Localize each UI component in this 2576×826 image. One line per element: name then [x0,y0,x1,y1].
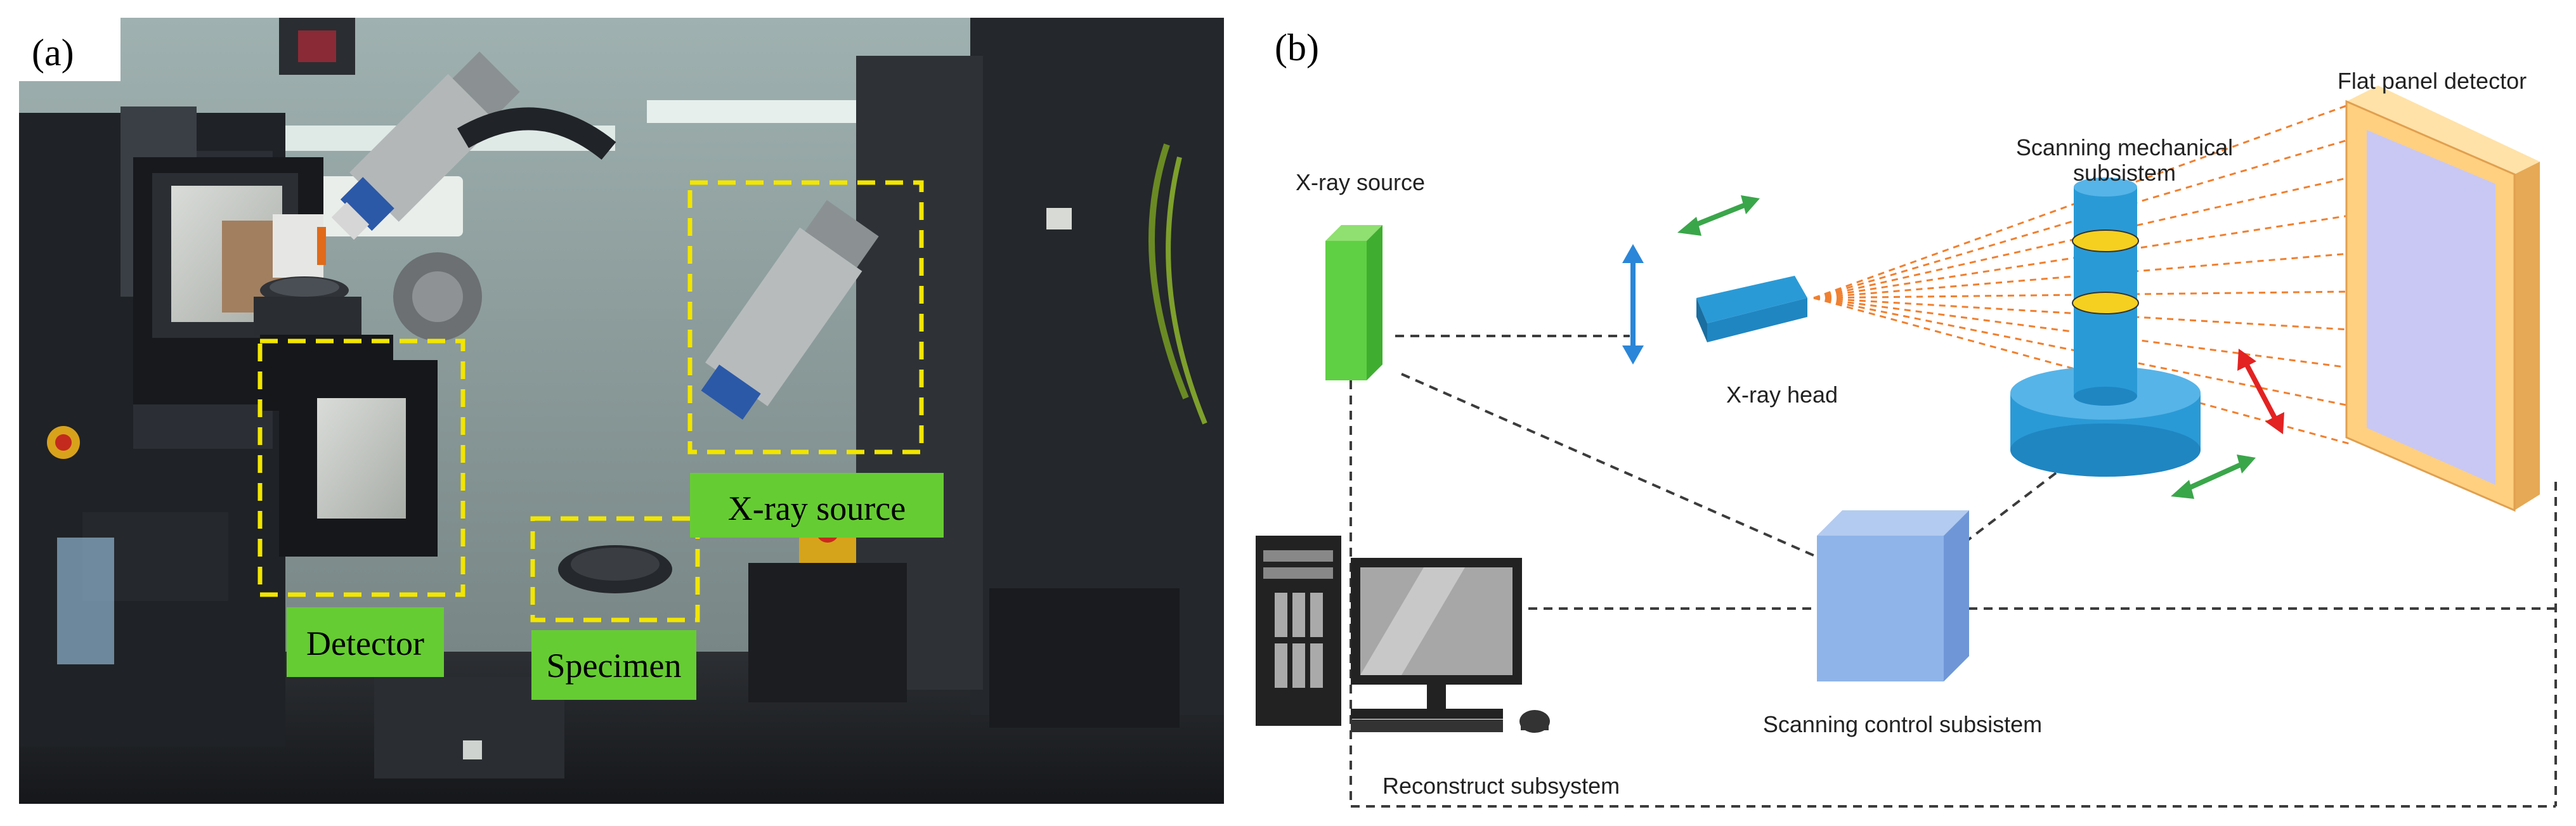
flat-panel-detector [2345,86,2540,512]
label-scanning-mechanical-2: subsistem [2073,160,2176,186]
computer-tower-icon [1256,536,1341,726]
panel-tag-b: (b) [1275,27,1319,68]
label-detector: Detector [306,624,424,662]
diagonal-arrow-icon-red [2237,349,2284,434]
scanning-control-box [1817,510,1969,681]
label-scanning-mechanical: Scanning mechanical [2016,134,2233,160]
line-control-to-stage [1927,468,2062,572]
label-bg-detector [287,607,444,677]
lab-photo-illustration: X-ray source Detector Specimen (a) [19,18,1224,804]
label-bg-specimen [531,630,696,700]
diagonal-arrow-icon-top [1677,195,1760,236]
specimen-highlight-box [530,516,700,623]
panel-tag-bg [19,18,120,81]
label-bg-xray-source [690,473,944,538]
label-specimen: Specimen [547,647,682,685]
xray-source-highlight-box [687,180,924,455]
label-reconstruct: Reconstruct subsystem [1382,773,1620,799]
diagonal-arrow-icon-bottom [2171,455,2256,499]
xray-source-box [1325,225,1382,380]
label-xray-source: X-ray source [728,489,906,527]
white-box [273,214,323,278]
panel-b-schematic: (b) X-ray source X-ray head [1256,0,2576,823]
vertical-arrow-icon [1622,244,1644,365]
label-scanning-control: Scanning control subsistem [1763,711,2042,737]
keyboard-icon [1351,720,1503,732]
label-xray-source-b: X-ray source [1296,169,1425,195]
connection-lines [1350,335,2557,808]
ct-system-diagram: (b) X-ray source X-ray head [1256,27,2557,808]
control-box [748,563,907,702]
panel-tag-a: (a) [32,32,74,74]
label-xray-head: X-ray head [1726,382,1838,408]
line-source-to-control [1401,373,1827,562]
xray-cable [457,107,616,160]
scanning-stage [2010,177,2201,477]
xray-tube [331,51,520,240]
panel-a-photo: X-ray source Detector Specimen (a) [19,18,1224,804]
detector-highlight-box [257,339,465,597]
label-flat-panel-detector: Flat panel detector [2338,68,2527,94]
xray-head [1696,276,1807,342]
mouse-icon [1519,710,1550,733]
monitor-icon [1351,558,1522,719]
